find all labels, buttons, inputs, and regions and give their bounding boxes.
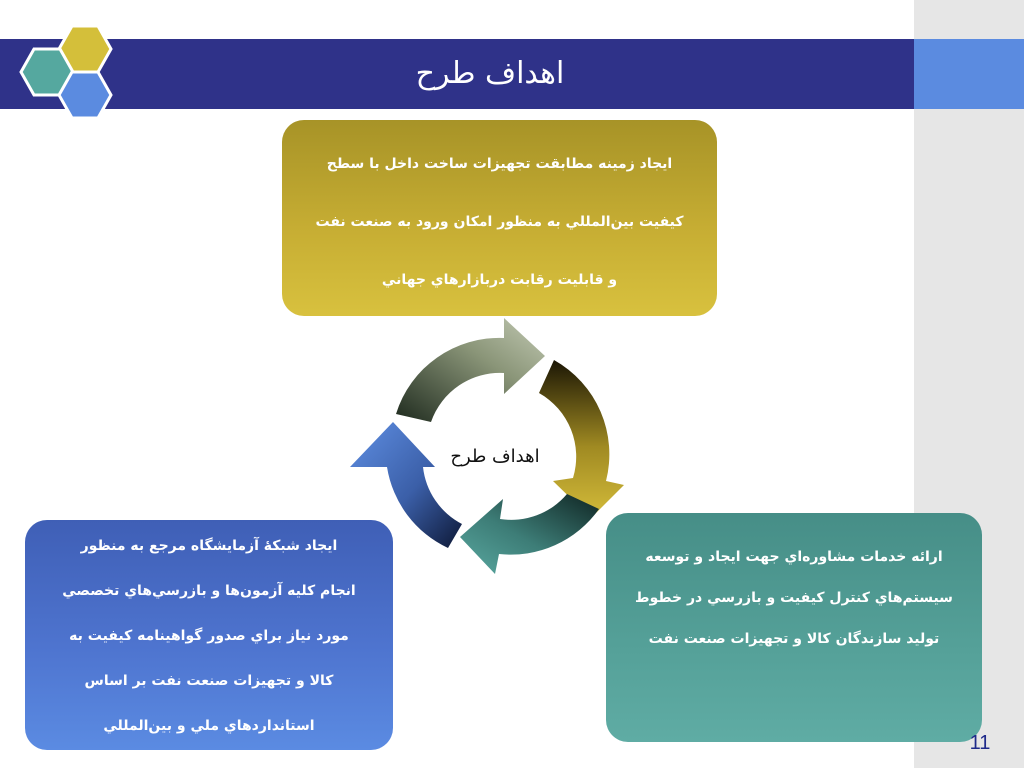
goal-box-top: ايجاد زمينه مطابقت تجهيزات ساخت داخل با … [282,120,717,316]
goal-box-left: ايجاد شبكۀ آزمايشگاه مرجع به منظور انجام… [25,520,393,750]
cycle-arrow-left-icon [350,422,462,548]
goal-left-line-2: انجام كليه آزمون‌ها و بازرسي‌هاي تخصصي [62,583,356,599]
cycle-arrow-bottom-icon [460,494,599,574]
goal-left-line-3: مورد نياز براي صدور گواهينامه كيفيت به [69,628,349,644]
goal-top-line-1: ايجاد زمينه مطابقت تجهيزات ساخت داخل با … [326,156,673,172]
goal-right-line-3: توليد سازندگان كالا و تجهيزات صنعت نفت [648,631,940,647]
right-accent-bar [914,39,1024,109]
cycle-arrow-right-icon [539,360,624,518]
cycle-arrow-top-icon [396,318,545,422]
page-number: 11 [969,732,991,754]
title-bar [0,39,914,109]
hexagon-logo-icon [19,24,113,120]
slide-title: اهداف طرح [415,56,565,91]
goal-top-line-3: و قابليت رقابت دربازارهاي جهاني [381,272,618,288]
goal-left-line-1: ايجاد شبكۀ آزمايشگاه مرجع به منظور [80,538,338,554]
goal-left-line-4: كالا و تجهيزات صنعت نفت بر اساس [84,673,334,689]
goal-top-line-2: كيفيت بين‌المللي به منظور امكان ورود به … [315,214,684,230]
cycle-center-label: اهداف طرح [450,446,540,467]
goal-box-right: ارائه خدمات مشاوره‌اي جهت ايجاد و توسعه … [606,513,982,742]
goal-right-line-2: سيستم‌هاي كنترل كيفيت و بازرسي در خطوط [635,590,953,606]
goal-left-line-5: استانداردهاي ملي و بين‌المللي [103,718,315,734]
goal-right-line-1: ارائه خدمات مشاوره‌اي جهت ايجاد و توسعه [645,549,943,565]
cycle-arrows-diagram [350,318,624,574]
